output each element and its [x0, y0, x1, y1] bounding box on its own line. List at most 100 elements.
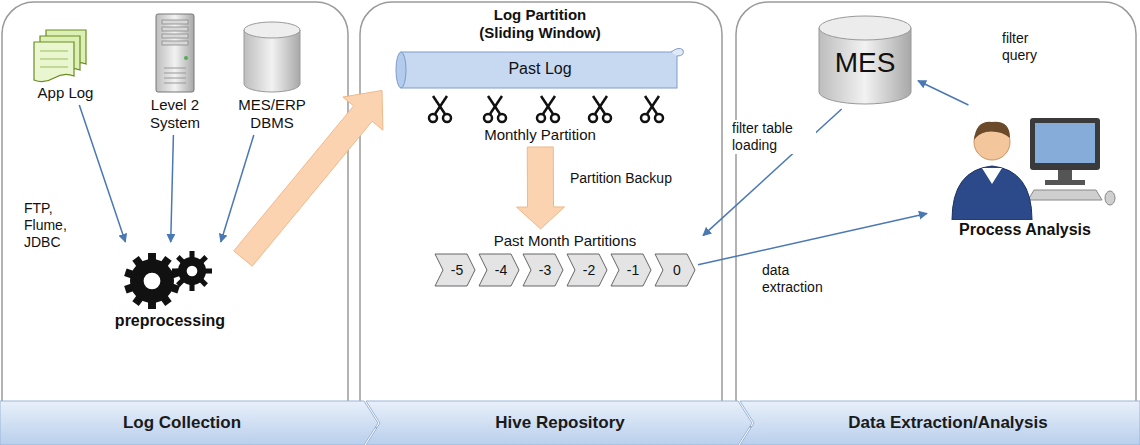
- keyboard: [1028, 190, 1102, 200]
- scissors-blade: [433, 96, 445, 114]
- gear: [172, 251, 212, 291]
- page-line: [40, 67, 68, 68]
- partition-number: -2: [579, 262, 595, 279]
- scroll-curl: [671, 48, 683, 56]
- person-collar: [982, 168, 1002, 184]
- person-hair: [974, 122, 1010, 140]
- edge-label: FTP, Flume, JDBC: [22, 200, 74, 250]
- flow-block-arrow: [517, 147, 565, 229]
- flow-arrow: [698, 213, 927, 264]
- partition-chevron: -3: [523, 254, 563, 286]
- stage-label: Hive Repository: [495, 413, 624, 433]
- band-outline: [740, 401, 1140, 445]
- mouse: [1105, 191, 1115, 205]
- gears-icon: [100, 245, 240, 311]
- node-label: preprocessing: [100, 311, 240, 330]
- scissors-handle: [589, 114, 597, 122]
- analysis-panel: [736, 2, 1136, 432]
- scroll-body: [401, 52, 677, 88]
- page-sheet: [34, 42, 74, 82]
- gear-wheel: [130, 259, 174, 303]
- database-top: [244, 22, 300, 38]
- edge-label: filter table loading: [730, 120, 816, 154]
- scissors-handle: [551, 114, 559, 122]
- partition-chevron: -2: [567, 254, 607, 286]
- flow-arrow: [221, 135, 254, 242]
- database-label: MES: [815, 14, 915, 80]
- page-line: [40, 59, 68, 60]
- scissors-handle: [443, 114, 451, 122]
- scissors-row: [385, 92, 695, 126]
- scissors: [589, 96, 611, 122]
- scissors-handle: [641, 114, 649, 122]
- collection-panel: [2, 2, 348, 432]
- chevron-outline: [611, 254, 651, 286]
- partition-chevron: 0: [655, 254, 695, 286]
- chevron-outline: [435, 254, 475, 286]
- gear-hole: [187, 266, 198, 277]
- edge-label: Partition Backup: [568, 170, 674, 187]
- pages-node: App Log: [28, 26, 103, 102]
- database-node: MES: [815, 14, 915, 106]
- server-icon: [133, 12, 217, 96]
- edge-label: data extraction: [760, 262, 839, 296]
- node-label: Level 2 System: [133, 96, 217, 132]
- partition-number: -4: [491, 262, 507, 279]
- partition-group: Past Month Partitions-5-4-3-2-10: [430, 232, 700, 286]
- band-outline: [366, 401, 752, 445]
- person-body: [952, 166, 1032, 220]
- scissors-handle: [498, 114, 506, 122]
- scissors-blade: [490, 96, 502, 114]
- flow-arrow: [171, 135, 174, 242]
- partition-number: -1: [623, 262, 639, 279]
- band-outline: [0, 401, 378, 445]
- person-icon: [930, 108, 1120, 220]
- node-label: Process Analysis: [930, 220, 1120, 239]
- monitor-frame: [1030, 118, 1100, 170]
- server-vent: [164, 83, 186, 84]
- scissors-blade: [595, 96, 607, 114]
- node-label: App Log: [28, 84, 103, 102]
- gear: [124, 253, 180, 309]
- scissors: [484, 96, 506, 122]
- repository-panel: [360, 2, 722, 432]
- partition-chevron: -4: [479, 254, 519, 286]
- pages-icon: [28, 26, 103, 84]
- page-line: [40, 51, 68, 52]
- scissors-blade: [541, 96, 553, 114]
- scissors-handle: [655, 114, 663, 122]
- stage-chevron: Data Extraction/Analysis: [740, 401, 1140, 445]
- section-heading: Log Partition (Sliding Window): [470, 6, 610, 42]
- stage-label: Data Extraction/Analysis: [848, 413, 1047, 433]
- monitor-stand: [1058, 170, 1072, 180]
- scissors-blade: [593, 96, 605, 114]
- server-vent: [164, 73, 186, 74]
- chevron-outline: [567, 254, 607, 286]
- chevron-outline: [655, 254, 695, 286]
- gears-node: preprocessing: [100, 245, 240, 330]
- partition-number: 0: [669, 262, 681, 279]
- page-outline: [34, 42, 74, 82]
- server-led: [184, 56, 188, 60]
- edge-label: filter query: [1000, 30, 1056, 64]
- cyl-icon: [230, 20, 314, 96]
- stage-label: Log Collection: [123, 413, 241, 433]
- flow-arrow: [918, 81, 968, 105]
- server-node: Level 2 System: [133, 12, 217, 132]
- gear-hole: [144, 273, 161, 290]
- log-scroll: Past Log: [393, 46, 687, 92]
- scissors: [429, 96, 451, 122]
- monitor-base: [1045, 180, 1085, 185]
- server-bay: [162, 27, 188, 31]
- log-partition-node: Log Partition (Sliding Window)Past LogMo…: [385, 6, 695, 144]
- group-heading: Past Month Partitions: [430, 232, 700, 250]
- flow-arrow: [79, 105, 125, 242]
- database-top: [819, 16, 911, 40]
- stage-chevron: Log Collection: [0, 401, 378, 445]
- scissors-blade: [435, 96, 447, 114]
- scissors: [641, 96, 663, 122]
- scissors-blade: [488, 96, 500, 114]
- server-bay: [162, 34, 188, 38]
- gear-wheel: [178, 257, 206, 285]
